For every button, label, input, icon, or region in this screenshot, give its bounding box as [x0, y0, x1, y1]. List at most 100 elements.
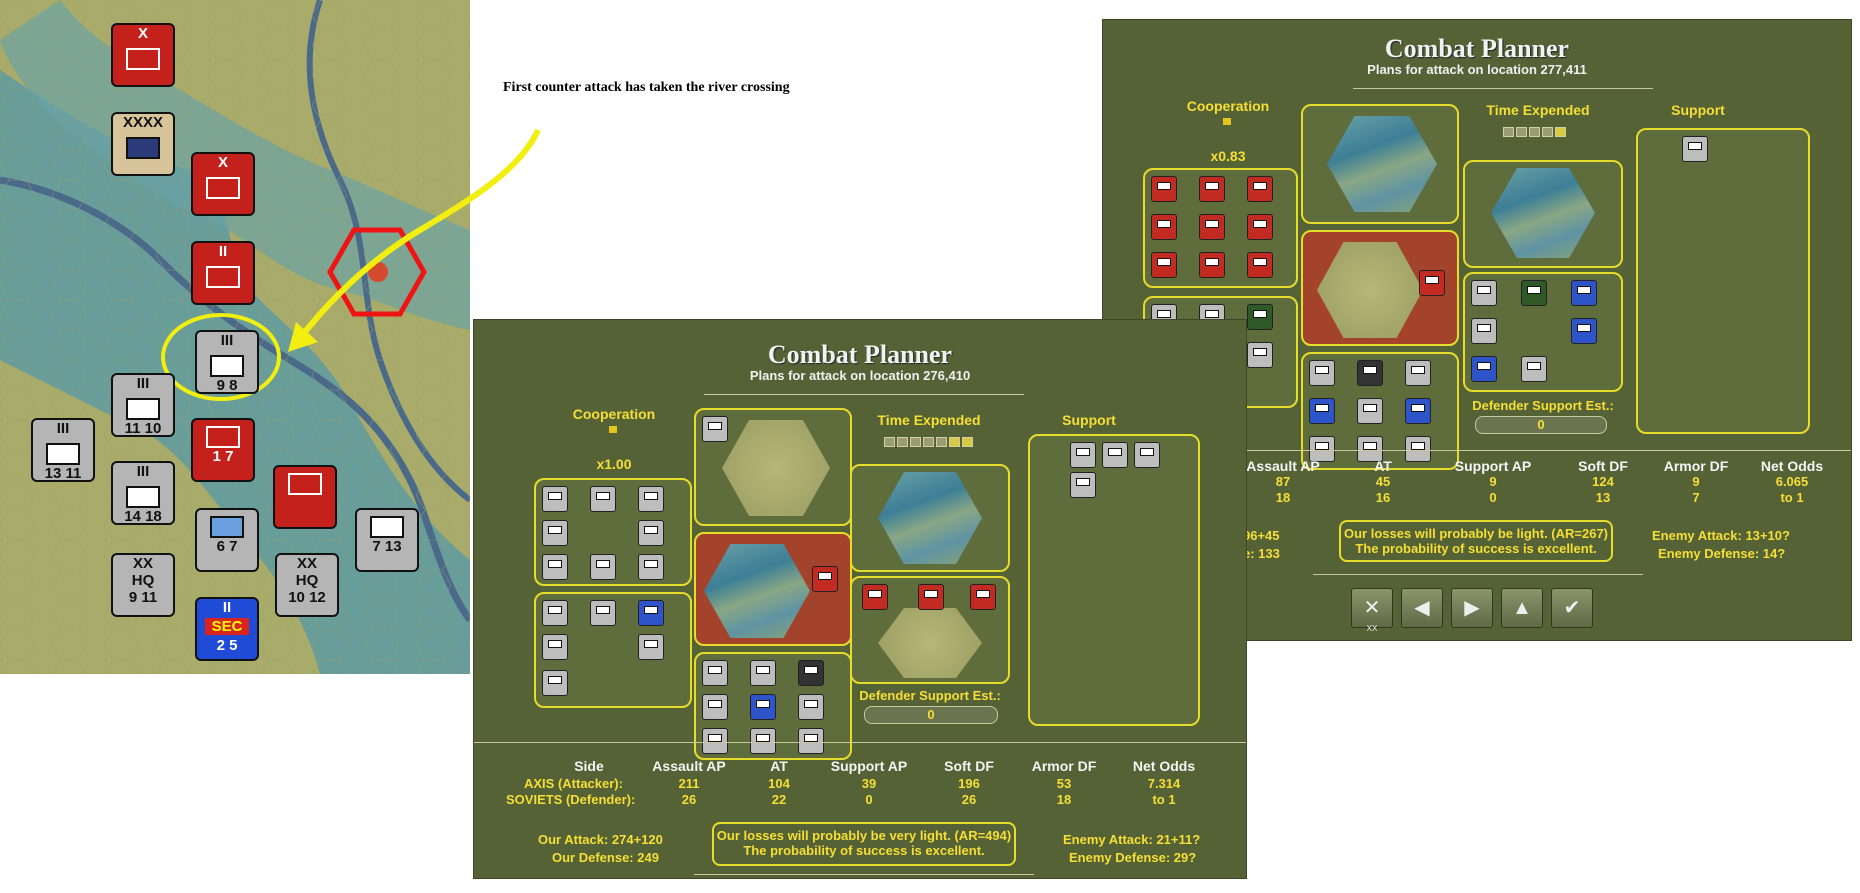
unit-counter[interactable] [1199, 252, 1225, 278]
attacker-units-box[interactable] [534, 478, 692, 586]
unit-counter[interactable] [1357, 398, 1383, 424]
unit-counter[interactable] [1247, 214, 1273, 240]
unit-counter[interactable] [590, 600, 616, 626]
unit-counter[interactable] [1471, 280, 1497, 306]
attacker-units-box[interactable] [1143, 168, 1298, 288]
unit-counter[interactable] [638, 634, 664, 660]
unit-counter[interactable] [1151, 252, 1177, 278]
unit-counter[interactable] [1151, 176, 1177, 202]
unit-counter[interactable] [542, 600, 568, 626]
unit-counter[interactable] [750, 694, 776, 720]
unit-counter[interactable] [1571, 280, 1597, 306]
defender-armor-df: 7 [1692, 490, 1700, 505]
unit-counter[interactable] [1247, 176, 1273, 202]
unit-counter[interactable]: 6 7 [195, 508, 259, 572]
defender-hex-box[interactable] [1463, 160, 1623, 268]
unit-counter[interactable] [702, 694, 728, 720]
confirm-attack-button[interactable]: ✔ [1551, 588, 1593, 628]
unit-counter[interactable] [1471, 318, 1497, 344]
unit-counter[interactable] [798, 694, 824, 720]
unit-counter[interactable] [638, 554, 664, 580]
unit-counter[interactable] [862, 584, 888, 610]
unit-counter[interactable] [638, 520, 664, 546]
unit-counter[interactable] [1309, 436, 1335, 462]
unit-counter[interactable] [542, 670, 568, 696]
unit-counter[interactable] [1102, 442, 1128, 468]
up-button[interactable]: ▲ [1501, 588, 1543, 628]
unit-counter[interactable] [638, 600, 664, 626]
origin-hex-box[interactable] [1301, 104, 1459, 224]
target-hex-box[interactable] [1301, 230, 1459, 346]
unit-counter[interactable] [273, 465, 337, 529]
next-button[interactable]: ▶ [1451, 588, 1493, 628]
unit-counter[interactable] [1199, 214, 1225, 240]
unit-counter[interactable] [1134, 442, 1160, 468]
target-hex-box[interactable] [694, 532, 852, 646]
unit-counter[interactable] [1521, 356, 1547, 382]
unit-counter[interactable] [1419, 270, 1445, 296]
unit-counter[interactable] [702, 728, 728, 754]
unit-counter[interactable]: XXXX [111, 112, 175, 176]
unit-counter[interactable] [970, 584, 996, 610]
unit-counter[interactable] [1070, 472, 1096, 498]
unit-counter[interactable] [1357, 436, 1383, 462]
unit-counter[interactable] [1521, 280, 1547, 306]
unit-counter[interactable] [638, 486, 664, 512]
unit-counter[interactable]: 1 7 [191, 418, 255, 482]
unit-counter[interactable] [1357, 360, 1383, 386]
unit-counter[interactable] [798, 728, 824, 754]
unit-counter[interactable] [812, 566, 838, 592]
unit-counter[interactable] [1247, 304, 1273, 330]
unit-counter[interactable] [918, 584, 944, 610]
unit-counter[interactable] [542, 634, 568, 660]
support-box[interactable] [1028, 434, 1200, 726]
unit-counter[interactable] [798, 660, 824, 686]
unit-counter[interactable] [542, 520, 568, 546]
unit-counter[interactable] [702, 416, 728, 442]
unit-counter[interactable] [1471, 356, 1497, 382]
defender-units-box[interactable] [850, 576, 1010, 684]
unit-counter[interactable] [1682, 136, 1708, 162]
defender-hex-box[interactable] [850, 464, 1010, 572]
net-odds-suffix: to 1 [1152, 792, 1176, 807]
previous-button[interactable]: ◀ [1401, 588, 1443, 628]
defender-units-box[interactable] [1463, 272, 1623, 392]
reserve-units-box[interactable] [694, 652, 852, 760]
unit-counter[interactable] [1405, 398, 1431, 424]
unit-counter[interactable] [1070, 442, 1096, 468]
armor-symbol-icon [288, 473, 322, 495]
unit-counter[interactable]: X [111, 23, 175, 87]
unit-counter[interactable]: 7 13 [355, 508, 419, 572]
unit-counter[interactable] [1405, 360, 1431, 386]
origin-hex-box[interactable] [694, 408, 852, 526]
unit-counter[interactable] [542, 554, 568, 580]
unit-counter[interactable] [702, 660, 728, 686]
cancel-attack-button[interactable]: ✕XX [1351, 588, 1393, 633]
axis-stack-box[interactable] [534, 592, 692, 708]
unit-counter[interactable]: II [191, 241, 255, 305]
unit-counter[interactable] [1405, 436, 1431, 462]
unit-counter[interactable] [542, 486, 568, 512]
support-box[interactable] [1636, 128, 1810, 434]
unit-counter[interactable] [1247, 342, 1273, 368]
unit-symbol-icon [126, 48, 160, 70]
unit-counter[interactable] [590, 486, 616, 512]
unit-counter[interactable] [1309, 398, 1335, 424]
unit-counter[interactable]: X [191, 152, 255, 216]
unit-counter[interactable] [590, 554, 616, 580]
unit-counter[interactable] [1309, 360, 1335, 386]
unit-counter[interactable] [1151, 214, 1177, 240]
unit-counter[interactable] [1571, 318, 1597, 344]
unit-counter[interactable] [1199, 176, 1225, 202]
unit-counter[interactable] [750, 728, 776, 754]
unit-counter[interactable] [750, 660, 776, 686]
unit-counter[interactable] [1247, 252, 1273, 278]
reserve-units-box[interactable] [1301, 352, 1459, 470]
